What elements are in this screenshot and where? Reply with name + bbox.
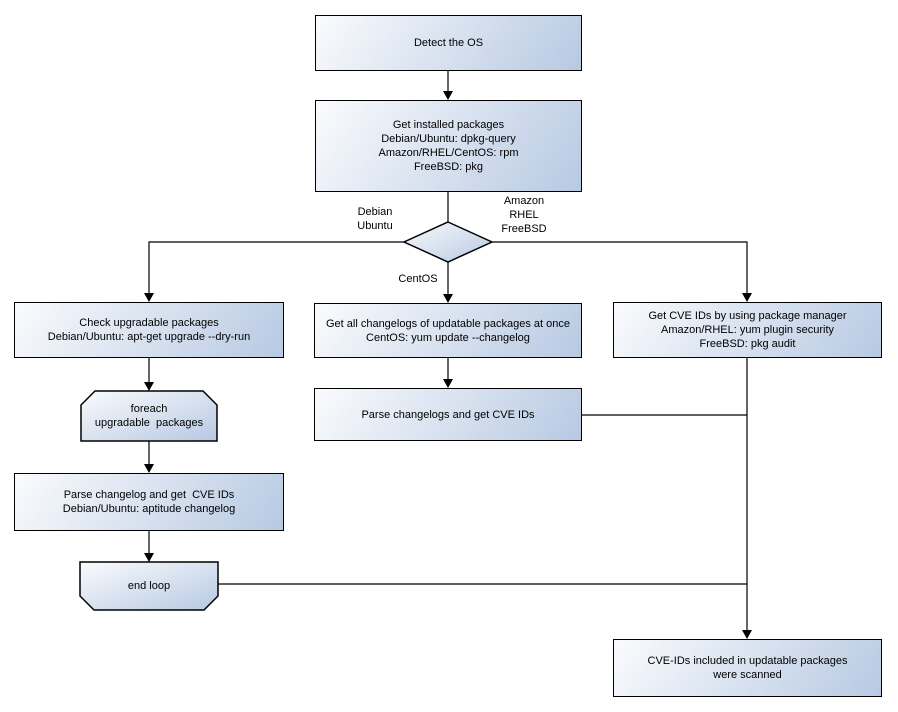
node-get-all-changelogs: Get all changelogs of updatable packages… xyxy=(314,303,582,358)
node-scan-result: CVE-IDs included in updatable packages w… xyxy=(613,639,882,697)
connector-check-to-foreach xyxy=(144,358,154,391)
end-loop-label: end loop xyxy=(127,580,171,592)
connector-foreach-to-parse-changelog xyxy=(144,441,154,473)
edge-label-centos: CentOS xyxy=(398,273,438,285)
node-check-upgradable-packages: Check upgradable packages Debian/Ubuntu:… xyxy=(14,302,284,358)
connector-get-cve-to-result xyxy=(742,358,752,639)
foreach-loop-label: foreach upgradable packages xyxy=(94,403,204,429)
connector-os-to-packages xyxy=(443,71,453,100)
connector-decision-to-check-upgradable xyxy=(144,241,404,302)
end-loop-shape xyxy=(79,561,219,611)
node-parse-changelogs: Parse changelogs and get CVE IDs xyxy=(314,388,582,441)
node-parse-changelog-debian: Parse changelog and get CVE IDs Debian/U… xyxy=(14,473,284,531)
connector-get-changelogs-to-parse-changelogs xyxy=(443,358,453,388)
node-get-installed-packages: Get installed packages Debian/Ubuntu: dp… xyxy=(315,100,582,192)
decision-diamond xyxy=(402,221,494,263)
foreach-loop-shape xyxy=(80,390,218,442)
connector-parse-changelog-to-end-loop xyxy=(144,531,154,562)
edge-label-debian-ubuntu: Debian Ubuntu xyxy=(357,206,393,232)
edge-label-amazon-rhel-freebsd: Amazon RHEL FreeBSD xyxy=(501,195,547,235)
node-get-cve-ids-pkg-manager: Get CVE IDs by using package manager Ama… xyxy=(613,302,882,358)
connector-decision-to-get-cve xyxy=(492,241,752,302)
connector-decision-to-get-changelogs xyxy=(443,262,453,303)
node-detect-os: Detect the OS xyxy=(315,15,582,71)
